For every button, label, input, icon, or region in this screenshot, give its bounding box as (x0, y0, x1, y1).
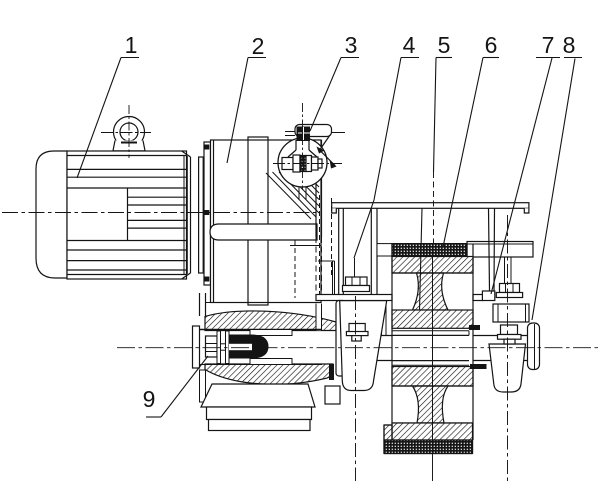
svg-text:9: 9 (143, 386, 156, 412)
svg-text:8: 8 (563, 32, 576, 58)
svg-text:1: 1 (125, 32, 138, 58)
svg-text:6: 6 (485, 32, 498, 58)
svg-text:2: 2 (252, 33, 265, 59)
svg-text:3: 3 (345, 32, 358, 58)
svg-text:4: 4 (403, 32, 416, 58)
svg-text:7: 7 (542, 32, 555, 58)
svg-text:5: 5 (438, 32, 451, 58)
